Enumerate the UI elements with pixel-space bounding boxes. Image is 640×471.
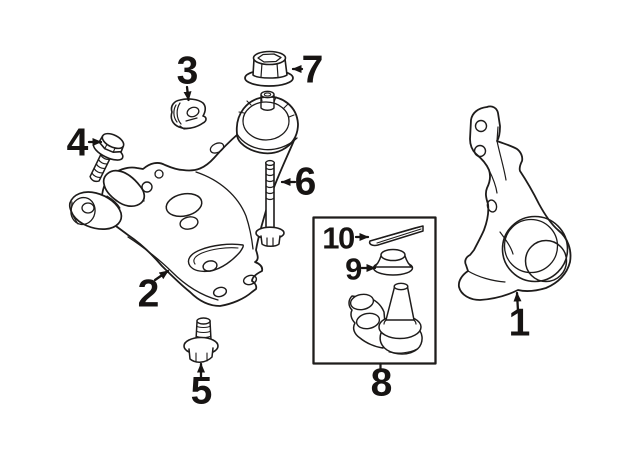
arm-bushing-dome: [235, 90, 299, 155]
callout-2[interactable]: 2: [137, 272, 160, 316]
callout-1[interactable]: 1: [508, 301, 531, 345]
callout-arrows: [87, 65, 522, 379]
dust-cover-drawing: [372, 248, 414, 276]
set-ring-drawing: [368, 225, 424, 247]
bolt-5-drawing: [183, 317, 219, 363]
callout-3[interactable]: 3: [176, 49, 199, 93]
callout-arrow-2: [153, 269, 170, 282]
lower-control-arm-drawing: [68, 90, 299, 307]
callout-10[interactable]: 10: [322, 220, 355, 256]
callout-9[interactable]: 9: [345, 251, 362, 287]
callout-arrow-3: [183, 85, 192, 102]
flange-nut-drawing: [244, 50, 294, 87]
bolt-4-drawing: [89, 132, 125, 183]
callout-arrow-1: [513, 291, 522, 313]
ball-joint-drawing: [348, 282, 423, 355]
arm-front-bushing: [68, 169, 146, 230]
callout-8[interactable]: 8: [370, 361, 393, 405]
callout-4[interactable]: 4: [66, 121, 89, 165]
callout-7[interactable]: 7: [301, 48, 324, 92]
callout-5[interactable]: 5: [190, 369, 213, 413]
clamp-clip-drawing: [170, 98, 207, 130]
bolt-6-drawing: [255, 159, 285, 247]
callout-6[interactable]: 6: [294, 160, 317, 204]
steering-knuckle-drawing: [457, 105, 572, 301]
